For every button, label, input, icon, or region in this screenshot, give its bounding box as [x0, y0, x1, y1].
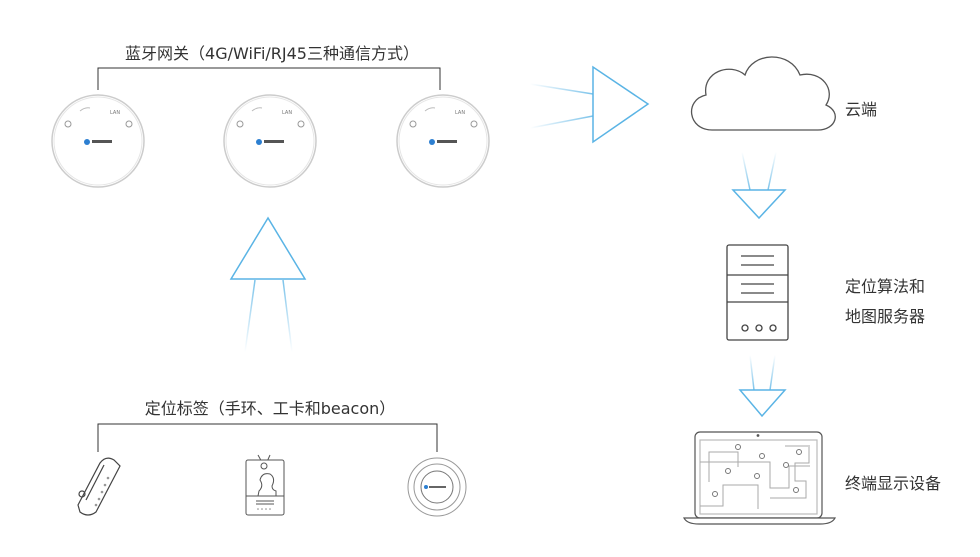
signal-arrow-down [738, 354, 787, 418]
logo-icon [429, 139, 435, 145]
svg-text:LAN: LAN [110, 110, 120, 116]
terminal-label: 终端显示设备 [845, 474, 942, 493]
gateway-bracket [97, 67, 441, 90]
badge-card-icon [245, 454, 285, 516]
beacon-icon [407, 457, 467, 517]
tag-group-title: 定位标签（手环、工卡和beacon） [144, 399, 396, 418]
gateway-device: LAN [51, 94, 145, 188]
signal-arrow-down [731, 151, 787, 220]
svg-text:LAN: LAN [282, 110, 292, 116]
laptop-icon [683, 431, 836, 525]
signal-arrow-up [229, 216, 307, 353]
logo-icon [256, 139, 262, 145]
map-pins [712, 444, 802, 497]
gateway-group-title: 蓝牙网关（4G/WiFi/RJ45三种通信方式） [125, 44, 419, 63]
gateway-device: LAN [223, 94, 317, 188]
server-label-line1: 定位算法和 [845, 277, 926, 296]
server-label-line2: 地图服务器 [845, 307, 926, 326]
svg-text:LAN: LAN [455, 110, 465, 116]
logo-icon [84, 139, 90, 145]
gateway-device: LAN [396, 94, 490, 188]
gateway-devices: LAN LAN LAN [51, 94, 490, 188]
cloud-label: 云端 [845, 100, 878, 119]
wristband-icon [77, 457, 121, 516]
server-icon [726, 244, 789, 341]
cloud-icon [690, 56, 836, 131]
signal-arrow-right [529, 65, 650, 144]
tag-bracket [97, 423, 438, 452]
